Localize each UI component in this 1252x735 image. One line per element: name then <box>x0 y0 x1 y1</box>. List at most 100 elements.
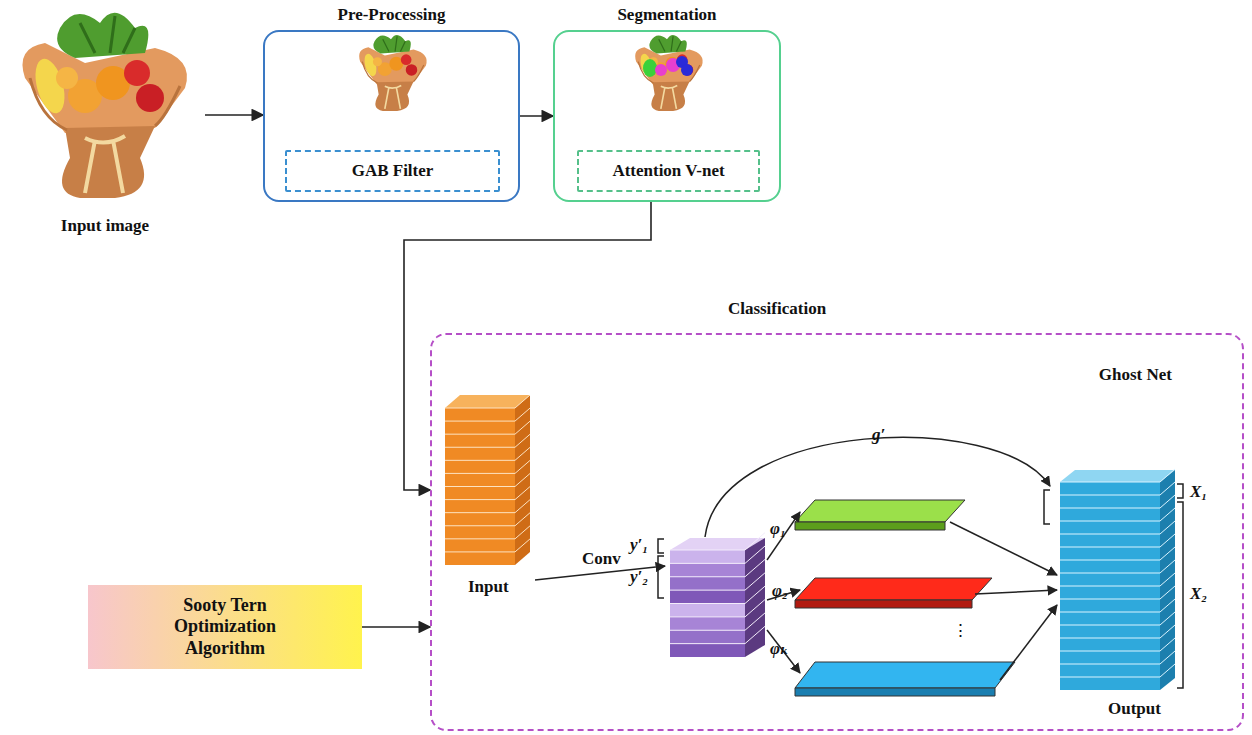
slice-line <box>445 525 515 526</box>
image-caption: Input image <box>5 216 205 236</box>
method-name: Attention V-net <box>612 161 724 181</box>
slice-line <box>1060 482 1160 483</box>
stage-heading: Classification <box>372 299 1182 319</box>
slice-line <box>515 447 530 460</box>
slice-line <box>745 559 765 576</box>
slice-line <box>670 630 745 631</box>
math-symbol: X₁ <box>1190 483 1207 500</box>
stack-slice <box>670 590 745 603</box>
process-box: SegmentationAttention V-net <box>553 30 781 202</box>
slice-line <box>745 613 765 630</box>
slice-line <box>1160 508 1175 521</box>
part-label: ⋮ <box>952 622 969 639</box>
slice-line <box>445 473 515 474</box>
segmentation-mask <box>643 56 693 77</box>
stage-heading: Segmentation <box>555 5 779 25</box>
slice-line <box>1160 560 1175 573</box>
slice-line <box>745 573 765 590</box>
slice-line <box>1060 560 1160 561</box>
output-feature-stack <box>1060 469 1175 690</box>
slice-line <box>1060 521 1160 522</box>
part-label: Output <box>1108 700 1161 717</box>
math-symbol: φₖ <box>770 640 789 657</box>
flow-arrow <box>205 114 263 116</box>
slice-line <box>1060 664 1160 665</box>
slice-line <box>670 616 745 617</box>
stack-slice <box>670 604 745 617</box>
slice-line <box>1160 664 1175 677</box>
stack-slice <box>670 577 745 590</box>
method-name: GAB Filter <box>352 161 434 181</box>
stack-slice <box>670 563 745 576</box>
slice-line <box>1160 638 1175 651</box>
slice-line <box>1160 469 1175 482</box>
slice-line <box>1060 651 1160 652</box>
slice-line <box>745 586 765 603</box>
ghost-feature-maps <box>795 500 1015 696</box>
brackets <box>658 484 1183 688</box>
slice-line <box>445 447 515 448</box>
slice-line <box>1160 547 1175 560</box>
slice-line <box>445 421 515 422</box>
part-label: Conv <box>582 550 621 567</box>
slice-line <box>515 487 530 500</box>
optimizer-box: Sooty Tern Optimization Algorithm <box>88 585 362 669</box>
slice-line <box>1160 599 1175 612</box>
stack-slice <box>670 550 745 563</box>
slice-line <box>445 408 515 409</box>
slice-line <box>445 499 515 500</box>
slice-line <box>1060 612 1160 613</box>
slice-line <box>515 539 530 552</box>
stack-slice <box>670 644 745 657</box>
slice-line <box>1060 599 1160 600</box>
slice-line <box>670 643 745 644</box>
math-symbol: y′₂ <box>630 568 648 585</box>
process-box: Pre-ProcessingGAB Filter <box>263 30 520 202</box>
flow-arrow <box>520 115 553 117</box>
method-box: Attention V-net <box>577 150 760 192</box>
slice-line <box>1060 677 1160 678</box>
slice-line <box>515 460 530 473</box>
part-label: Input <box>468 578 509 595</box>
slice-line <box>745 626 765 643</box>
slice-line <box>1160 495 1175 508</box>
classification-region: ClassificationGhost Net <box>430 333 1244 731</box>
slice-line <box>515 408 530 421</box>
slice-line <box>515 500 530 513</box>
math-symbol: g′ <box>872 426 885 443</box>
slice-line <box>1060 508 1160 509</box>
intrinsic-feature-stack <box>670 533 765 657</box>
stage-heading: Pre-Processing <box>265 5 518 25</box>
slice-line <box>670 603 745 604</box>
slice-line <box>745 546 765 563</box>
slice-line <box>1060 638 1160 639</box>
math-symbol: φ₁ <box>770 520 786 537</box>
slice-line <box>445 486 515 487</box>
slice-line <box>670 590 745 591</box>
optimizer-name: Sooty Tern Optimization Algorithm <box>135 595 315 660</box>
slice-line <box>445 512 515 513</box>
slice-line <box>1160 482 1175 495</box>
stack-slice <box>670 617 745 630</box>
slice-line <box>445 460 515 461</box>
ghost-net-arrows <box>535 437 1057 680</box>
slice-line <box>515 474 530 487</box>
slice-line <box>515 434 530 447</box>
slice-line <box>1160 521 1175 534</box>
slice-line <box>445 434 515 435</box>
slice-line <box>445 538 515 539</box>
math-symbol: φ₂ <box>772 582 788 599</box>
slice-line <box>1060 586 1160 587</box>
slice-line <box>745 533 765 550</box>
input-feature-stack <box>445 395 530 565</box>
slice-line <box>1060 534 1160 535</box>
slice-line <box>515 526 530 539</box>
slice-line <box>1160 651 1175 664</box>
input-image: Input image <box>5 8 205 238</box>
slice-line <box>515 421 530 434</box>
slice-line <box>670 563 745 564</box>
slice-line <box>670 576 745 577</box>
slice-line <box>1060 547 1160 548</box>
stack-slice <box>670 630 745 643</box>
slice-line <box>1160 534 1175 547</box>
